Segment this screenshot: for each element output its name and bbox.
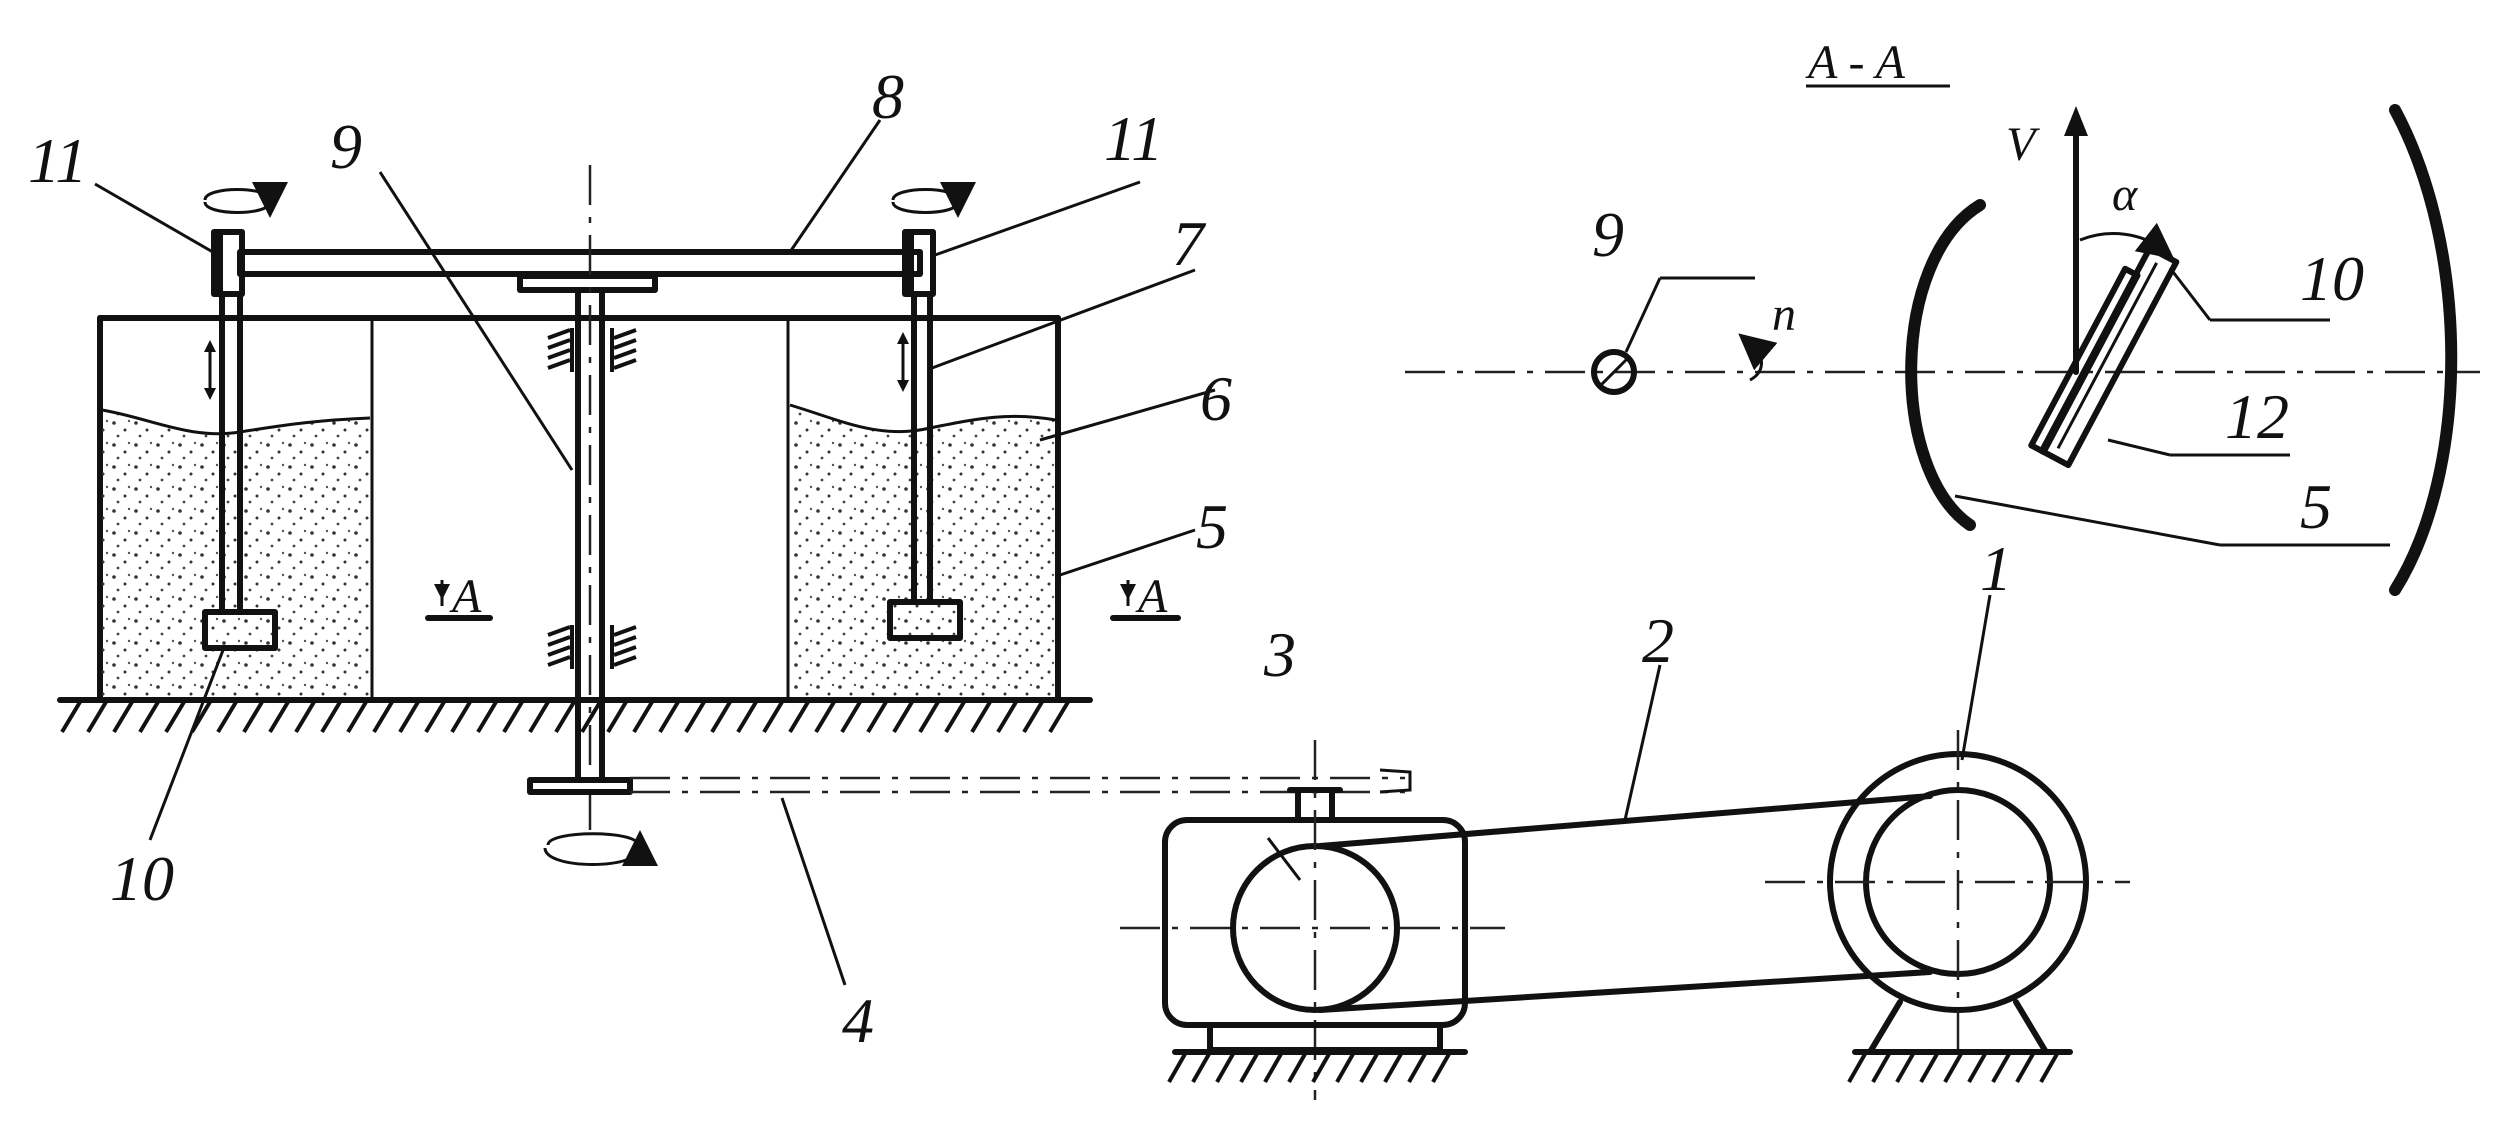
- label-5-section: 5: [2300, 471, 2332, 542]
- leaders: [94, 119, 1992, 986]
- mixer-assembly: A A: [57, 165, 1412, 867]
- sand-right-6: [790, 405, 1056, 698]
- label-1: 1: [1980, 533, 2012, 604]
- wall-arc-inner: [1905, 199, 1986, 531]
- label-11-left: 11: [28, 125, 87, 196]
- section-a-a: A - A n V α: [1405, 36, 2480, 596]
- label-12: 12: [2225, 381, 2289, 452]
- label-9-section: 9: [1592, 199, 1624, 270]
- motor-1: [1765, 730, 2130, 1055]
- sand-left: [102, 410, 370, 698]
- label-3: 3: [1263, 619, 1296, 690]
- label-9-left: 9: [330, 111, 362, 182]
- bearing-11-left: [203, 181, 288, 297]
- label-11-right: 11: [1104, 103, 1163, 174]
- label-6: 6: [1200, 363, 1232, 434]
- section-label-a1: A: [449, 570, 482, 623]
- drive-assembly: [1120, 730, 2130, 1100]
- hub-plate: [517, 273, 658, 293]
- section-marker-left: A: [425, 570, 493, 623]
- belt-2: [1317, 793, 1933, 1013]
- agitator-left: [202, 291, 278, 651]
- label-10-section: 10: [2300, 243, 2364, 314]
- label-2: 2: [1642, 605, 1674, 676]
- gearbox-3: [1120, 740, 1505, 1100]
- label-8: 8: [872, 61, 904, 132]
- belt-4: [630, 768, 1412, 794]
- label-10-left: 10: [110, 843, 174, 914]
- label-5-left: 5: [1196, 491, 1228, 562]
- shaft-9-section: n: [1591, 276, 1796, 395]
- part-labels: 11 9 8 11 7 6 5 10 4 3 2 1 9 10 12 5: [28, 61, 2364, 1056]
- rotation-label: n: [1772, 288, 1796, 341]
- section-marker-right: A: [1110, 570, 1181, 623]
- wall-arc-outer: [2389, 104, 2458, 596]
- angle-label: α: [2112, 168, 2138, 221]
- section-title: A - A: [1805, 36, 1906, 89]
- label-4: 4: [842, 985, 874, 1056]
- label-7: 7: [1172, 208, 1207, 279]
- shaft-9: [527, 165, 658, 867]
- blade-10-section: [2028, 244, 2180, 469]
- bearing-11-right: [891, 181, 976, 297]
- beam-8: [237, 249, 923, 277]
- agitator-right-7: [887, 291, 963, 641]
- velocity-label: V: [2006, 118, 2040, 171]
- velocity-vector: V: [2006, 106, 2088, 375]
- section-label-a2: A: [1135, 570, 1168, 623]
